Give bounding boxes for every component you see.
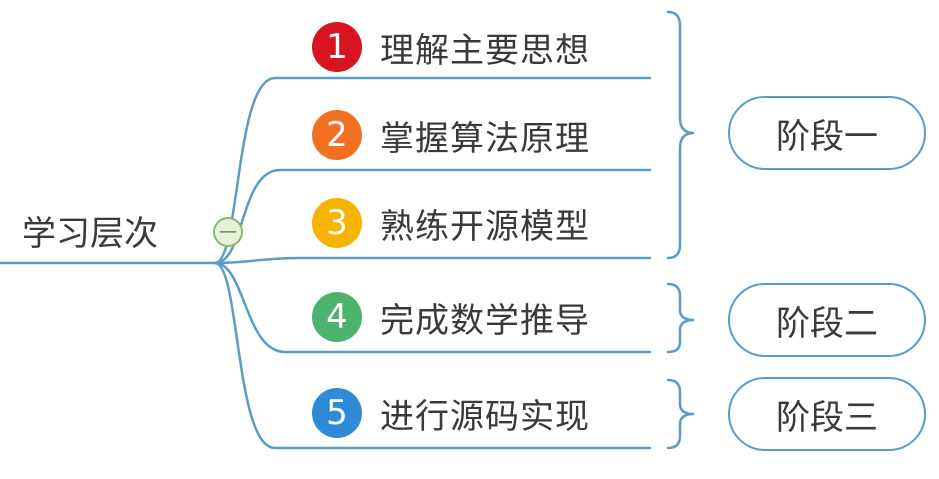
branch-3-label: 熟练开源模型 [380, 206, 590, 247]
root-topic[interactable]: 学习层次 [22, 214, 158, 254]
collapse-toggle-icon[interactable]: — [213, 217, 243, 247]
branch-4[interactable]: 4 完成数学推导 [312, 292, 590, 342]
stage-1[interactable]: 阶段一 [728, 96, 926, 170]
number-badge-4: 4 [312, 292, 362, 342]
branch-5[interactable]: 5 进行源码实现 [312, 388, 590, 438]
stage-2[interactable]: 阶段二 [728, 283, 926, 357]
brace-stage-2 [666, 282, 695, 354]
stage-3[interactable]: 阶段三 [728, 377, 926, 451]
brace-stage-1 [666, 10, 695, 260]
branch-2-label: 掌握算法原理 [380, 118, 590, 159]
number-badge-1: 1 [312, 22, 362, 72]
number-badge-5: 5 [312, 388, 362, 438]
branch-1[interactable]: 1 理解主要思想 [312, 22, 590, 72]
connector-4 [213, 261, 652, 354]
connector-3 [213, 256, 652, 265]
branch-5-label: 进行源码实现 [380, 396, 590, 437]
brace-stage-3 [666, 378, 695, 450]
number-badge-2: 2 [312, 110, 362, 160]
number-badge-3: 3 [312, 198, 362, 248]
branch-2[interactable]: 2 掌握算法原理 [312, 110, 590, 160]
branch-3[interactable]: 3 熟练开源模型 [312, 198, 590, 248]
connector-5 [213, 261, 652, 450]
branch-4-label: 完成数学推导 [380, 300, 590, 341]
connector-2 [213, 168, 652, 265]
branch-1-label: 理解主要思想 [380, 30, 590, 71]
connector-1 [213, 76, 652, 265]
